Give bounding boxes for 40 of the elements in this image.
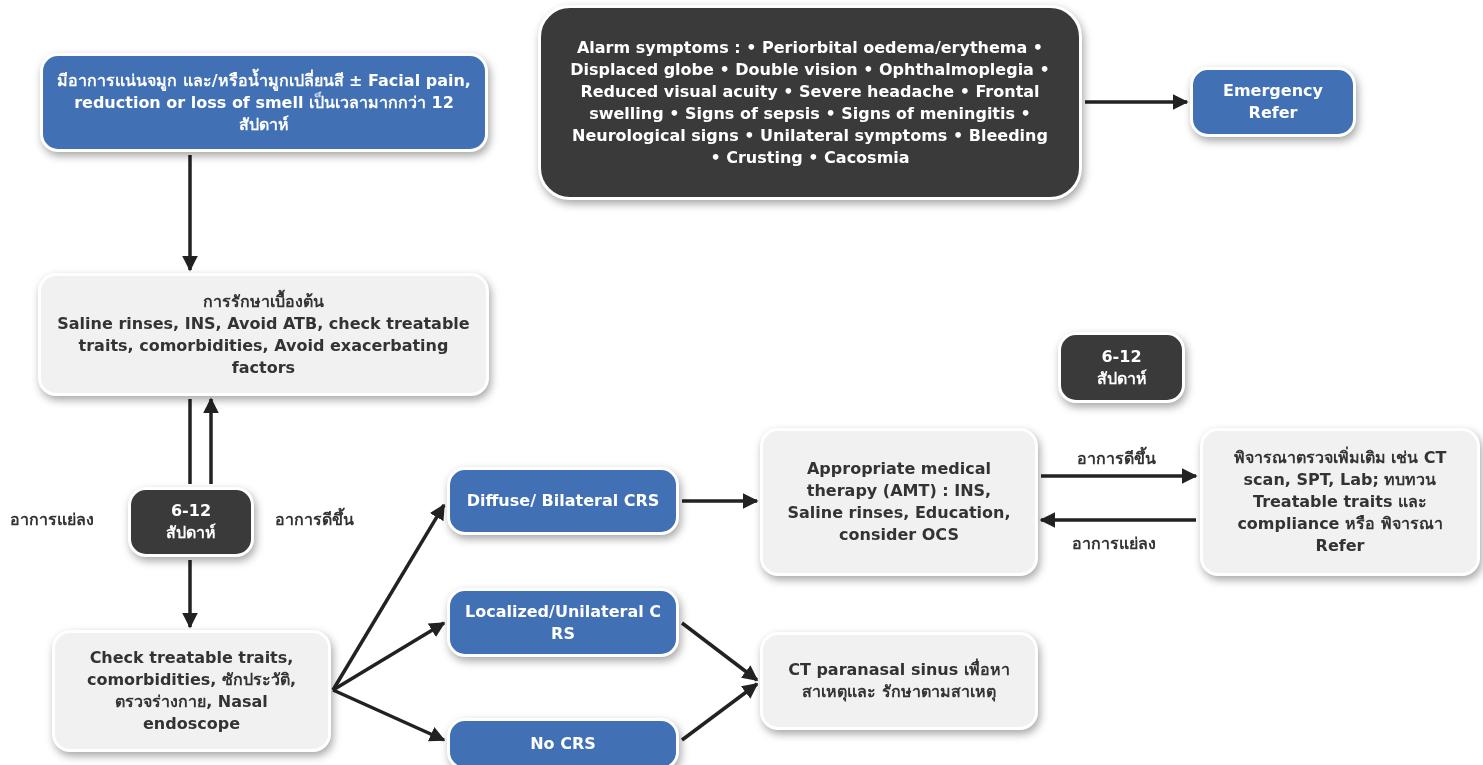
box-text: Appropriate medical therapy (AMT) : INS, Saline rinses, Education, consider OCS (786, 458, 1012, 546)
box-text: มีอาการแน่นจมูก และ/หรือน้ำมูกเปลี่ยนสี ± Facial pain, reduction or loss of smell เป็นเวลามากกว่า 12 สัปดาห์ (57, 69, 471, 136)
box-text: Check treatable traits, comorbidities, ซักประวัติ, ตรวจร่างกาย, Nasal endoscope (85, 647, 298, 735)
arrow (331, 503, 446, 691)
box-text: Saline rinses, INS, Avoid ATB, check treatable traits, comorbidities, Avoid exacerbating factors (56, 312, 471, 379)
box-text: 6-12 สัปดาห์ (1095, 345, 1148, 390)
arrow (680, 621, 759, 682)
box-text: Localized/Unilateral CRS (464, 600, 662, 645)
box-heading: การรักษาเบื้องต้น (203, 290, 324, 313)
box-text: Diffuse/ Bilateral CRS (466, 490, 660, 512)
box-text: 6-12 สัปดาห์ (165, 500, 217, 544)
arrow (1041, 468, 1198, 484)
process-box (40, 53, 488, 152)
arrow (1085, 94, 1189, 110)
arrow (1039, 512, 1196, 528)
process-box (447, 588, 679, 657)
box-text: พิจารณาตรวจเพิ่มเติม เช่น CT scan, SPT, Lab; ทบทวน Treatable traits และ compliance หรือ พิจารณา Refer (1232, 447, 1448, 557)
process-box (38, 273, 489, 396)
box-text: CT paranasal sinus เพื่อหาสาเหตุและ รักษาตามสาเหตุ (787, 659, 1011, 703)
arrow (203, 397, 219, 484)
process-box (760, 632, 1038, 730)
alert-box (128, 487, 254, 557)
process-box (447, 467, 679, 535)
process-box (52, 630, 331, 752)
process-box (1200, 428, 1480, 576)
box-text: Alarm symptoms : • Periorbital oedema/erythema • Displaced globe • Double vision • Ophthalmoplegia • Reduced visual acuity • Severe headache • Frontal swelling • Signs of sepsis • Signs of meningitis • Neurological signs • Unilateral symptoms • Bleeding • Crusting • Cacosmia (569, 36, 1051, 169)
arrow (182, 560, 198, 629)
process-box (760, 428, 1038, 576)
arrow (332, 621, 446, 692)
alert-box (1058, 332, 1185, 403)
box-text: No CRS (530, 733, 596, 755)
box-text: Emergency Refer (1222, 80, 1324, 124)
arrow (182, 155, 198, 272)
process-box (1190, 67, 1356, 137)
arrow (682, 493, 759, 509)
process-box (447, 718, 679, 765)
alert-box (538, 5, 1082, 200)
connector-line (188, 399, 192, 484)
arrow (680, 682, 759, 742)
arrow (332, 688, 446, 742)
